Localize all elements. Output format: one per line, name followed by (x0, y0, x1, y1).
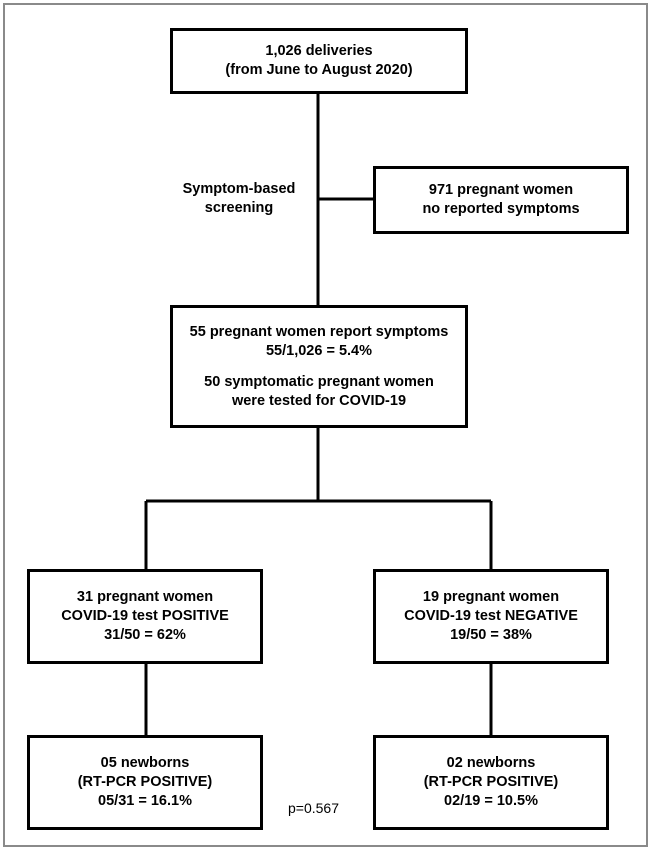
negative-ratio: 19/50 = 38% (450, 627, 532, 643)
tested-detail: were tested for COVID-19 (231, 392, 407, 409)
newborns-negative-group-box: 02 newborns (RT-PCR POSITIVE) 02/19 = 10… (373, 735, 609, 830)
newborns-positive-group-ratio: 05/31 = 16.1% (98, 793, 192, 809)
positive-ratio: 31/50 = 62% (104, 627, 186, 643)
symptomatic-box: 55 pregnant women report symptoms 55/1,0… (170, 305, 468, 428)
no-symptoms-count: 971 pregnant women (428, 182, 574, 198)
positive-count: 31 pregnant women (76, 589, 214, 605)
screening-label-line1: Symptom-based (182, 181, 296, 197)
positive-status: COVID-19 test POSITIVE (61, 608, 229, 624)
symptomatic-count: 55 pregnant women report symptoms (189, 323, 449, 340)
newborns-negative-group-test: (RT-PCR POSITIVE) (423, 774, 559, 790)
negative-test-box: 19 pregnant women COVID-19 test NEGATIVE… (373, 569, 609, 664)
tested-count: 50 symptomatic pregnant women (204, 373, 434, 390)
screening-label: Symptom-based screening (175, 180, 303, 218)
deliveries-box: 1,026 deliveries (from June to August 20… (170, 28, 468, 94)
newborns-negative-group-ratio: 02/19 = 10.5% (444, 793, 538, 809)
deliveries-count: 1,026 deliveries (265, 43, 373, 59)
deliveries-period: (from June to August 2020) (225, 62, 413, 78)
no-symptoms-status: no reported symptoms (422, 201, 580, 217)
newborns-positive-group-box: 05 newborns (RT-PCR POSITIVE) 05/31 = 16… (27, 735, 263, 830)
negative-status: COVID-19 test NEGATIVE (404, 608, 578, 624)
no-symptoms-box: 971 pregnant women no reported symptoms (373, 166, 629, 234)
symptomatic-ratio: 55/1,026 = 5.4% (265, 342, 373, 359)
figure-frame (3, 3, 648, 847)
screening-label-line2: screening (204, 200, 274, 216)
p-value-label: p=0.567 (288, 800, 339, 816)
negative-count: 19 pregnant women (422, 589, 560, 605)
positive-test-box: 31 pregnant women COVID-19 test POSITIVE… (27, 569, 263, 664)
newborns-negative-group-count: 02 newborns (446, 755, 536, 771)
newborns-positive-group-test: (RT-PCR POSITIVE) (77, 774, 213, 790)
newborns-positive-group-count: 05 newborns (100, 755, 190, 771)
